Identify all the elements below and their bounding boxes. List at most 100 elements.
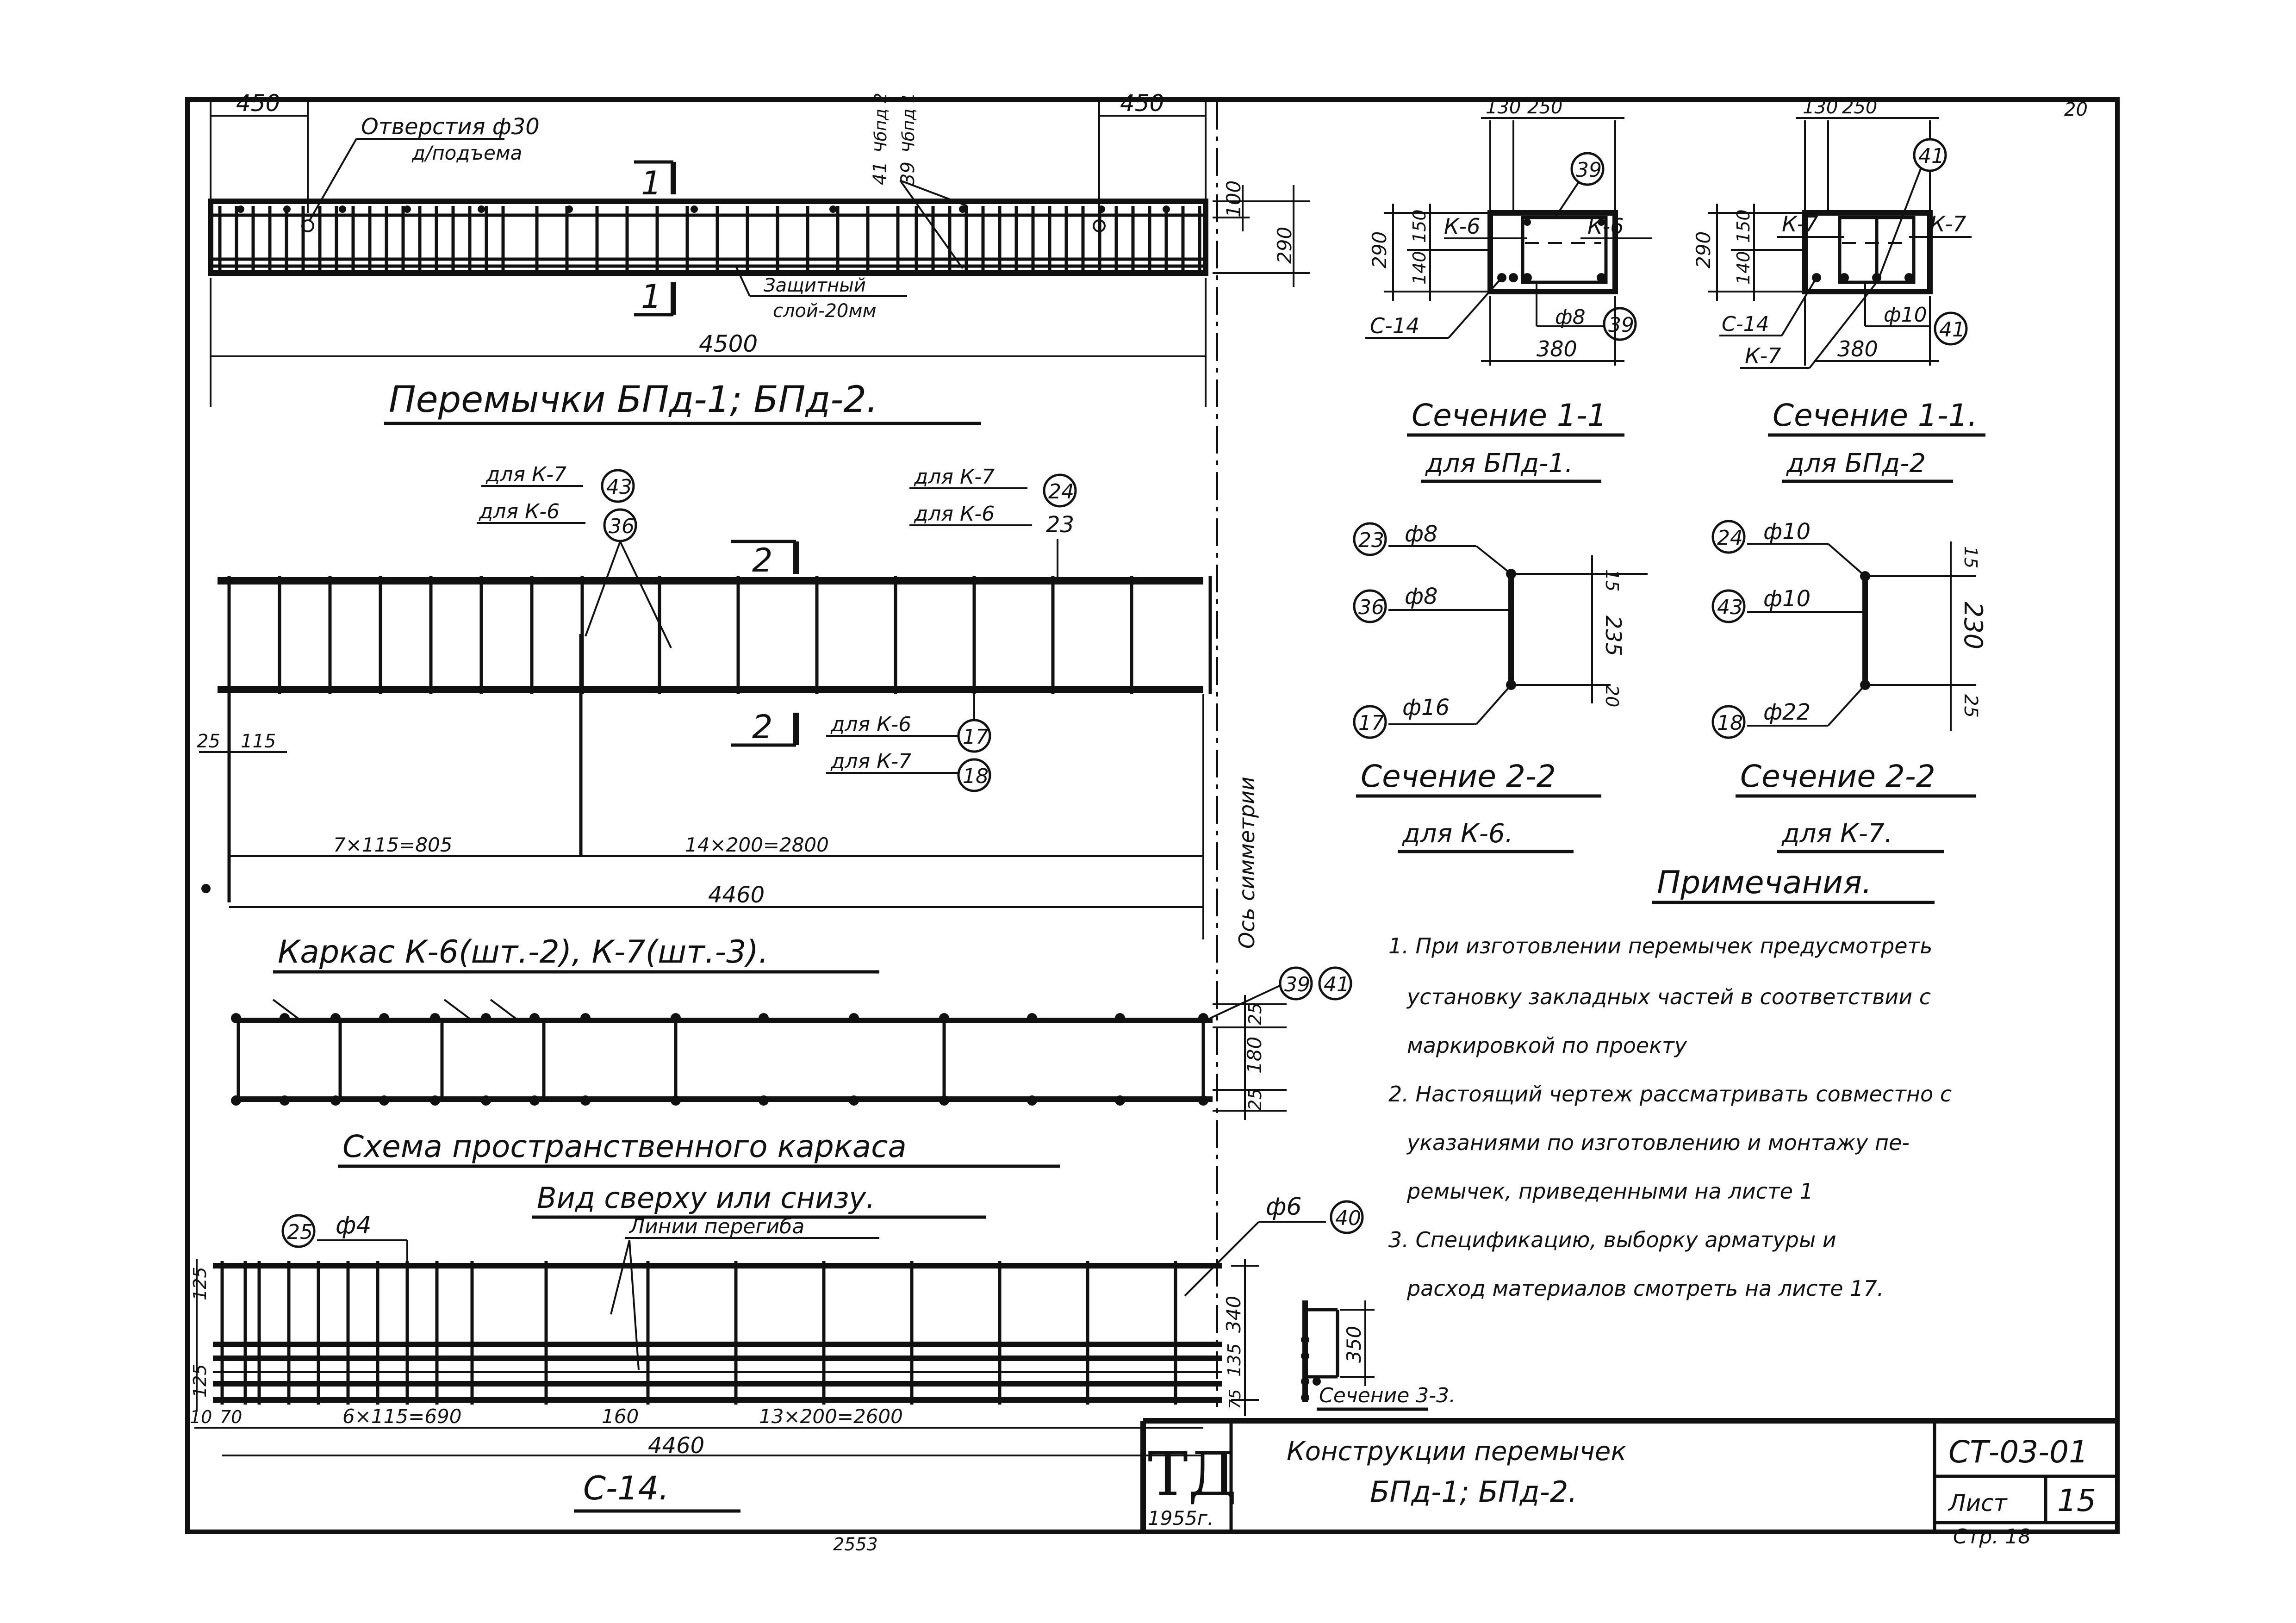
scheme-dot bbox=[759, 1095, 769, 1106]
svg-text:Чбпд 1: Чбпд 1 bbox=[899, 93, 918, 153]
section-2-2-k7: 15 230 25 24 ф10 43 ф10 18 ф22 Сечение 2… bbox=[1711, 519, 1988, 853]
section-1-1-bpd-2: 130 250 41 К-7 К-7 С-14 К-7 ф10 41 380 2… bbox=[1692, 97, 1985, 483]
bubble-39-text: 39 bbox=[1576, 158, 1602, 182]
bubble-24-text: 24 bbox=[1048, 480, 1074, 504]
bubble-23-text: 23 bbox=[1046, 512, 1074, 538]
leader bbox=[585, 541, 621, 637]
scheme-verticals bbox=[236, 999, 1205, 1101]
dim-15: 15 bbox=[1960, 546, 1981, 568]
bubble-36 bbox=[603, 508, 637, 542]
leader bbox=[619, 541, 672, 648]
frame-title: Каркас К-6(шт.-2), К-7(шт.-3). bbox=[278, 934, 768, 970]
bubble-18-text: 18 bbox=[963, 765, 989, 788]
scheme-dot bbox=[231, 1013, 241, 1023]
scheme-dot bbox=[529, 1095, 540, 1106]
bar-dot bbox=[1301, 1377, 1309, 1386]
dim-15: 15 bbox=[1602, 569, 1622, 591]
bubble-18-text: 18 bbox=[1717, 711, 1743, 735]
k6-right: К-6 bbox=[1587, 214, 1624, 239]
dim-290: 290 bbox=[1368, 231, 1391, 268]
dim-380: 380 bbox=[1537, 336, 1577, 361]
scheme-dot bbox=[1027, 1013, 1037, 1023]
dim-7x115: 7×115=805 bbox=[333, 833, 452, 856]
scheme-dot bbox=[430, 1095, 440, 1106]
section-mark-1-top: 1 bbox=[641, 164, 662, 202]
bar-dot bbox=[1840, 273, 1849, 282]
bubble-41 bbox=[1318, 966, 1352, 1001]
scheme-dot bbox=[330, 1095, 341, 1106]
section-mark-1-bottom: 1 bbox=[641, 278, 662, 316]
dim-25: 25 bbox=[1960, 694, 1981, 718]
sheet-border bbox=[185, 97, 2120, 1534]
leader bbox=[1475, 684, 1512, 725]
bar-23-label: ф8 bbox=[1405, 521, 1438, 547]
scheme-dot bbox=[580, 1013, 591, 1023]
for-k6-bottom: для К-6 bbox=[830, 713, 911, 736]
bubble-41b bbox=[1934, 311, 1968, 346]
scheme-dot bbox=[280, 1095, 290, 1106]
bar-dot bbox=[691, 205, 698, 213]
scheme-dot bbox=[379, 1013, 389, 1023]
dim-70: 70 bbox=[220, 1407, 242, 1427]
bubble-41 bbox=[1913, 138, 1947, 172]
section-3-3-title: Сечение 3-3. bbox=[1319, 1384, 1456, 1407]
title-lintels: Перемычки БПд-1; БПд-2. bbox=[389, 379, 878, 421]
section-1-1-title: Сечение 1-1 bbox=[1412, 398, 1607, 433]
dim-150: 150 bbox=[1409, 209, 1430, 243]
bubble-40 bbox=[1330, 1200, 1364, 1234]
bubble-17-text: 17 bbox=[1358, 711, 1384, 735]
dim-130: 130 bbox=[1803, 97, 1838, 118]
note-line-6: ремычек, приведенными на листе 1 bbox=[1406, 1179, 1813, 1204]
sheet-number-top: 20 bbox=[2064, 99, 2088, 120]
bubble-18 bbox=[1711, 705, 1746, 739]
scheme-dot bbox=[939, 1095, 949, 1106]
bubble-39-text: 39 bbox=[1284, 973, 1310, 996]
scheme-dots bbox=[231, 1013, 1208, 1106]
dim-230: 230 bbox=[1959, 602, 1988, 649]
spatial-frame-scheme: 39 41 25 180 25 Схема пространственного … bbox=[231, 966, 1352, 1219]
leader bbox=[899, 180, 964, 269]
bubble-43 bbox=[601, 469, 635, 503]
k7-bottom: К-7 bbox=[1745, 343, 1781, 368]
note-line-2: установку закладных частей в соответстви… bbox=[1406, 984, 1931, 1009]
bar-dot bbox=[1313, 1377, 1321, 1386]
bubble-17 bbox=[957, 719, 991, 753]
scheme-dot bbox=[330, 1013, 341, 1023]
dim-250: 250 bbox=[1842, 97, 1877, 118]
title-block-sheet-value: 15 bbox=[2057, 1483, 2096, 1518]
dim-125a: 125 bbox=[190, 1267, 210, 1300]
dim-160: 160 bbox=[602, 1405, 639, 1428]
section-outline bbox=[1487, 210, 1618, 294]
scheme-dot bbox=[1115, 1095, 1125, 1106]
leader bbox=[628, 1240, 640, 1370]
leader bbox=[1827, 684, 1866, 727]
dim-4500: 4500 bbox=[699, 330, 758, 357]
bar-f10: ф10 bbox=[1884, 303, 1927, 327]
bar-dot bbox=[566, 205, 573, 213]
dim-20: 20 bbox=[1602, 685, 1622, 707]
note-line-4: 2. Настоящий чертеж рассматривать совмес… bbox=[1388, 1082, 1952, 1107]
bubble-24 bbox=[1711, 520, 1746, 554]
bar-dot bbox=[1509, 273, 1518, 282]
dim-25a: 25 bbox=[1245, 1003, 1265, 1025]
bar-dot bbox=[1301, 1393, 1309, 1402]
dim-4460: 4460 bbox=[708, 882, 765, 908]
bubble-36 bbox=[1353, 589, 1387, 623]
section-1-1-bpd-1: 130 250 К-6 К-6 39 С-14 ф8 39 380 290 15… bbox=[1365, 97, 1652, 483]
dim-13x200: 13×200=2600 bbox=[759, 1405, 903, 1428]
scheme-title-2: Вид сверху или снизу. bbox=[537, 1181, 875, 1215]
stirrup-group bbox=[218, 205, 1201, 271]
cover-label-1: Защитный bbox=[764, 275, 866, 296]
k6-left: К-6 bbox=[1444, 214, 1481, 239]
c14-label: С-14 bbox=[1722, 312, 1769, 336]
leader bbox=[610, 1240, 630, 1315]
title-block-title-1: Конструкции перемычек bbox=[1287, 1436, 1626, 1467]
section-2-2-title: Сечение 2-2 bbox=[1361, 759, 1556, 794]
dim-450-right: 450 bbox=[1120, 90, 1164, 117]
section-2-2-title: Сечение 2-2 bbox=[1740, 759, 1935, 794]
title-block-year: 1955г. bbox=[1148, 1507, 1213, 1530]
bubble-24-text: 24 bbox=[1717, 526, 1743, 550]
scheme-diagonal bbox=[443, 999, 473, 1021]
dim-115: 115 bbox=[241, 731, 276, 752]
